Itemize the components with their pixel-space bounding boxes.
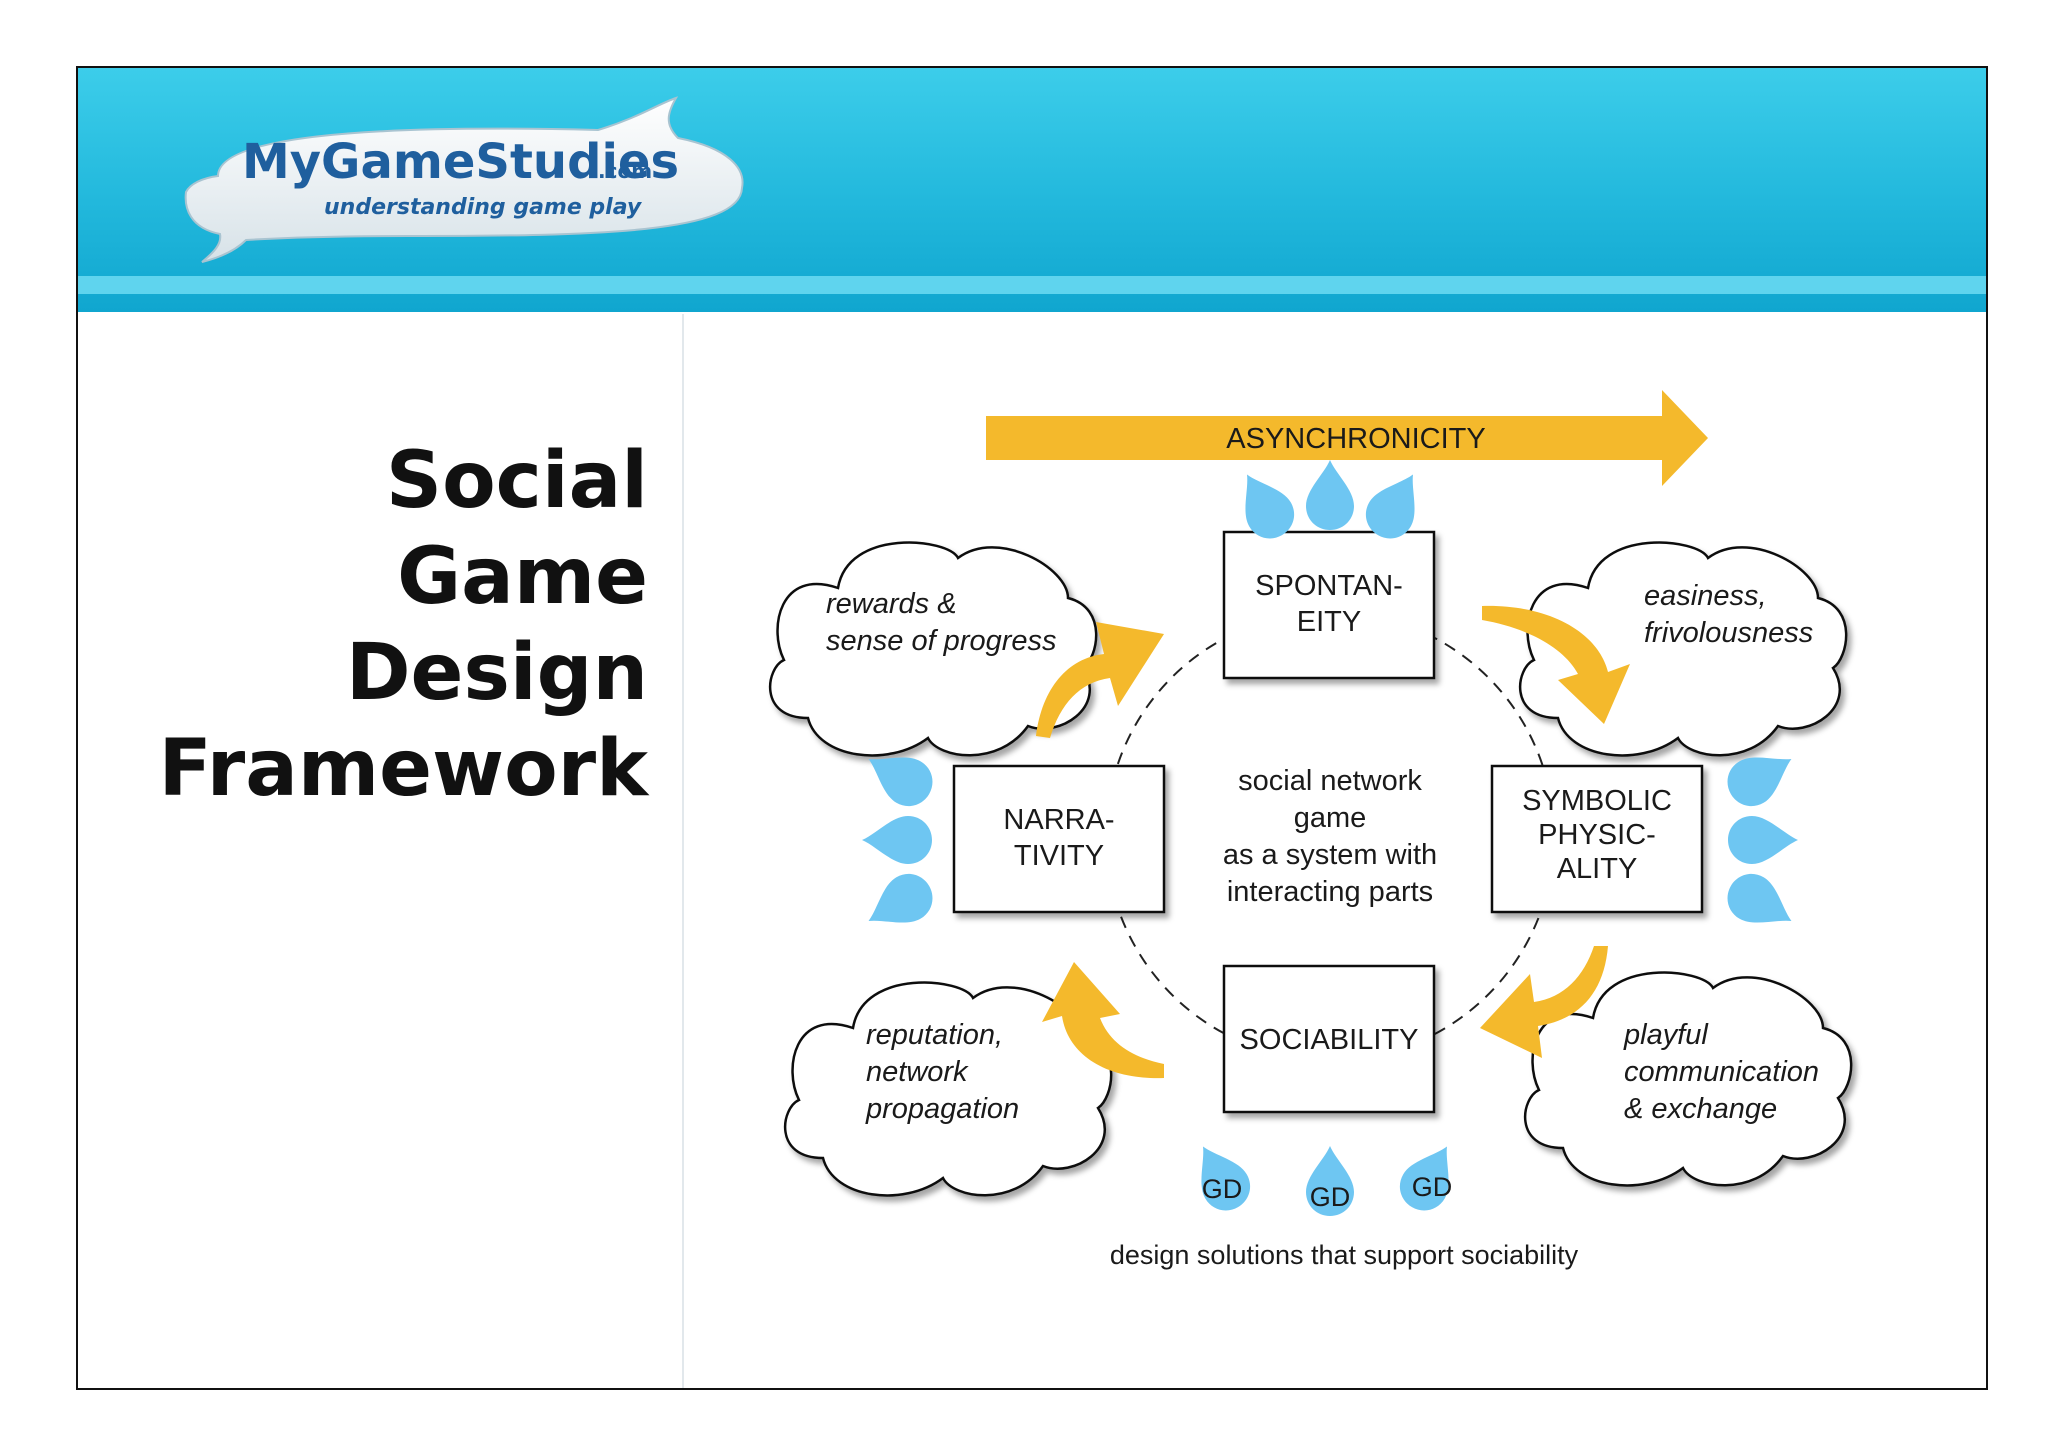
speech-bubble-shape [184, 96, 744, 263]
curved-arrow-bottom-right [1480, 946, 1608, 1058]
center-text: as a system with [1223, 839, 1437, 871]
cloud-text-bottom-left: reputation, [866, 1019, 1003, 1051]
logo: MyGameStudies .com understanding game pl… [184, 96, 744, 263]
slide: MyGameStudies .com understanding game pl… [76, 66, 1988, 1390]
gd-label: GD [1202, 1174, 1243, 1204]
logo-name: MyGameStudies [242, 134, 679, 190]
box-symbolic-physicality: SYMBOLIC PHYSIC- ALITY [1490, 764, 1704, 914]
curved-arrow-top-right [1482, 605, 1630, 724]
gd-label: GD [1310, 1182, 1351, 1212]
box-label: ALITY [1557, 853, 1638, 885]
header-banner: MyGameStudies .com understanding game pl… [78, 68, 1986, 312]
cloud-text-top-right: easiness, [1644, 580, 1767, 612]
title-line: Design [345, 628, 648, 718]
box-label: SYMBOLIC [1522, 785, 1672, 817]
cloud-text-top-right: frivolousness [1644, 617, 1813, 649]
cloud-text-bottom-right: & exchange [1624, 1093, 1777, 1125]
center-text: game [1294, 802, 1367, 834]
drop-icon [1728, 816, 1798, 864]
cloud-text-bottom-right: communication [1624, 1056, 1819, 1088]
cloud-text-bottom-left: propagation [865, 1093, 1019, 1125]
curved-arrow-top-left [1036, 622, 1164, 738]
box-spontaneity: SPONTAN- EITY [1222, 530, 1436, 680]
center-text: interacting parts [1227, 876, 1433, 908]
logo-tagline: understanding game play [324, 195, 643, 220]
title-line: Social Game [385, 436, 648, 622]
cloud-text-top-left: rewards & [826, 588, 957, 620]
drop-icon [862, 816, 932, 864]
column-divider [682, 314, 684, 1388]
cloud-shape-top-left [768, 541, 1098, 757]
curved-arrow-bottom-left [1042, 962, 1164, 1079]
box-label: TIVITY [1014, 840, 1104, 872]
box-narrativity: NARRA- TIVITY [952, 764, 1166, 914]
drop-icon [1718, 865, 1804, 942]
slide-title: Social Game Design Framework [138, 433, 648, 817]
cloud-text-bottom-right: playful [1623, 1019, 1709, 1051]
diagram-caption: design solutions that support sociabilit… [1110, 1240, 1579, 1270]
box-label: SPONTAN- [1255, 570, 1403, 602]
framework-diagram: ASYNCHRONICITY rewards & sense of progre… [768, 390, 1853, 1270]
gd-label: GD [1412, 1172, 1453, 1202]
box-label: PHYSIC- [1538, 819, 1656, 851]
title-line: Framework [158, 724, 648, 814]
logo-suffix: .com [598, 159, 652, 183]
header-stripe [78, 276, 1986, 294]
drop-icon [1306, 460, 1354, 530]
center-text: social network [1238, 765, 1422, 797]
cloud-text-bottom-left: network [866, 1056, 969, 1088]
box-label: EITY [1297, 606, 1361, 638]
box-label: NARRA- [1003, 804, 1114, 836]
asynchronicity-label: ASYNCHRONICITY [1226, 423, 1485, 455]
box-label: SOCIABILITY [1240, 1024, 1419, 1056]
asynchronicity-arrow: ASYNCHRONICITY [986, 390, 1708, 486]
box-sociability: SOCIABILITY [1222, 964, 1436, 1114]
cloud-text-top-left: sense of progress [826, 625, 1057, 657]
drop-icon [856, 865, 942, 942]
